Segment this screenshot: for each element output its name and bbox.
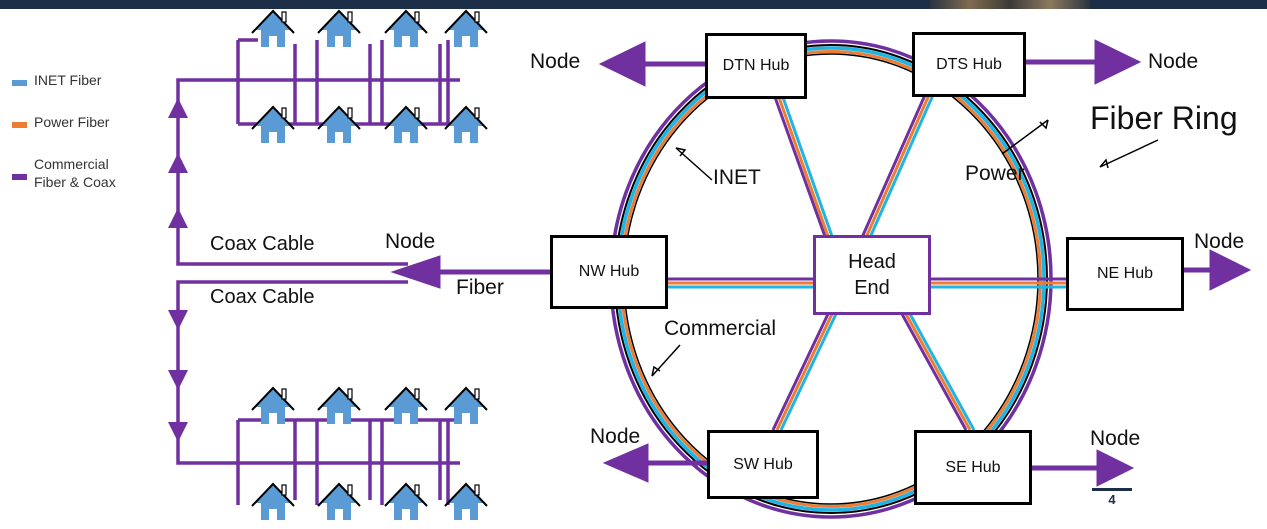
head-end-line2: End xyxy=(854,277,890,299)
legend-swatch-inet xyxy=(12,80,27,86)
node-label-nw: Node xyxy=(385,230,436,253)
fiber-label: Fiber xyxy=(456,276,504,299)
fiber-ring-label: Fiber Ring xyxy=(1090,100,1238,136)
legend-label: Power Fiber xyxy=(34,114,110,130)
spoke-dts xyxy=(858,85,939,243)
coax-cable-label-lower: Coax Cable xyxy=(210,286,315,308)
spoke-dtn xyxy=(769,85,836,243)
head-end: Head End xyxy=(813,235,931,315)
arrow-se-node xyxy=(1096,449,1135,487)
spoke-ne xyxy=(931,277,1066,289)
legend-label: Commercial Fiber & Coax xyxy=(34,156,116,190)
house-icon xyxy=(317,10,361,48)
spoke-sw xyxy=(771,313,838,431)
hub-se: SE Hub xyxy=(914,430,1032,505)
spoke-nw xyxy=(668,277,813,289)
house-icon xyxy=(251,10,295,48)
house-icon xyxy=(444,10,488,48)
house-icon xyxy=(317,106,361,144)
legend: INET Fiber Power Fiber Commercial Fiber … xyxy=(8,68,178,194)
house-icon xyxy=(384,106,428,144)
arrow-sw-node xyxy=(602,443,649,483)
house-icon xyxy=(444,483,488,521)
power-label: Power xyxy=(965,162,1025,185)
page-number: 4 xyxy=(1092,488,1132,522)
banner-photo xyxy=(930,0,1090,9)
node-label-dtn: Node xyxy=(530,50,581,73)
node-label-dts: Node xyxy=(1148,50,1199,73)
head-end-line1: Head xyxy=(848,251,896,273)
node-label-sw: Node xyxy=(590,425,641,448)
spoke-se xyxy=(900,313,976,431)
hub-ne: NE Hub xyxy=(1066,237,1184,311)
node-label-ne: Node xyxy=(1194,230,1245,253)
house-icon xyxy=(317,483,361,521)
hub-dts: DTS Hub xyxy=(912,32,1026,97)
legend-swatch-commercial xyxy=(12,174,27,180)
house-icon xyxy=(251,483,295,521)
house-icon xyxy=(444,106,488,144)
house-icon xyxy=(251,106,295,144)
legend-item-power: Power Fiber xyxy=(8,110,178,152)
callout-pointers xyxy=(651,119,1159,377)
legend-item-commercial: Commercial Fiber & Coax xyxy=(8,152,178,194)
legend-item-inet: INET Fiber xyxy=(8,68,178,110)
coax-cable-label-upper: Coax Cable xyxy=(210,233,315,255)
spokes xyxy=(668,85,1066,431)
commercial-label: Commercial xyxy=(664,317,777,340)
upper-amplifiers xyxy=(168,98,188,228)
node-arrows xyxy=(390,39,1252,487)
arrow-dts-node xyxy=(1094,39,1142,85)
inet-label: INET xyxy=(713,166,761,189)
lower-amplifiers xyxy=(168,310,188,442)
node-label-se: Node xyxy=(1090,427,1141,450)
house-icon xyxy=(384,10,428,48)
legend-swatch-power xyxy=(12,122,27,128)
arrow-ne-node xyxy=(1209,249,1252,291)
arrow-dtn-node xyxy=(598,41,646,87)
hub-dtn: DTN Hub xyxy=(705,33,807,99)
legend-label: INET Fiber xyxy=(34,72,102,88)
hub-nw: NW Hub xyxy=(550,235,668,309)
arrow-nw-node xyxy=(390,255,441,289)
house-icon xyxy=(384,483,428,521)
top-banner xyxy=(0,0,1267,9)
hub-sw: SW Hub xyxy=(707,430,819,499)
